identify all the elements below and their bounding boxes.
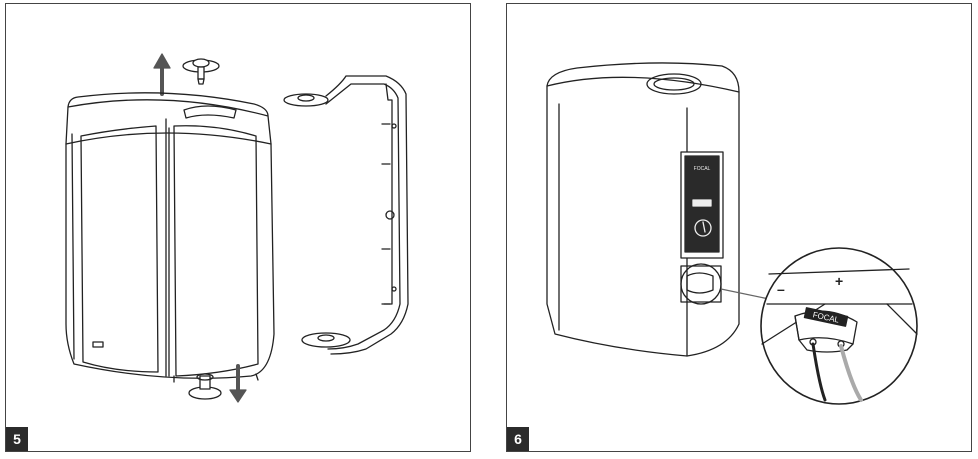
step-number-badge: 6 [507, 427, 529, 451]
step-number-badge: 5 [6, 427, 28, 451]
step-6-panel: FOCAL – + FOCAL [506, 3, 972, 452]
speaker-rear: FOCAL [546, 62, 740, 357]
speaker-wiring-illustration: FOCAL – + FOCAL [546, 62, 918, 405]
speaker-bracket-illustration [65, 53, 409, 403]
step-5-panel: 5 [5, 3, 471, 452]
amp-brand-label: FOCAL [694, 166, 711, 172]
top-knob [182, 58, 220, 85]
plus-label: + [835, 273, 843, 289]
minus-label: – [777, 281, 785, 297]
wall-bracket [283, 75, 409, 355]
bottom-knob [188, 373, 222, 400]
arrow-down-icon [229, 364, 247, 403]
speaker-cabinet [65, 92, 275, 383]
arrow-up-icon [153, 53, 171, 96]
terminal-zoom-detail: – + FOCAL [760, 247, 918, 405]
